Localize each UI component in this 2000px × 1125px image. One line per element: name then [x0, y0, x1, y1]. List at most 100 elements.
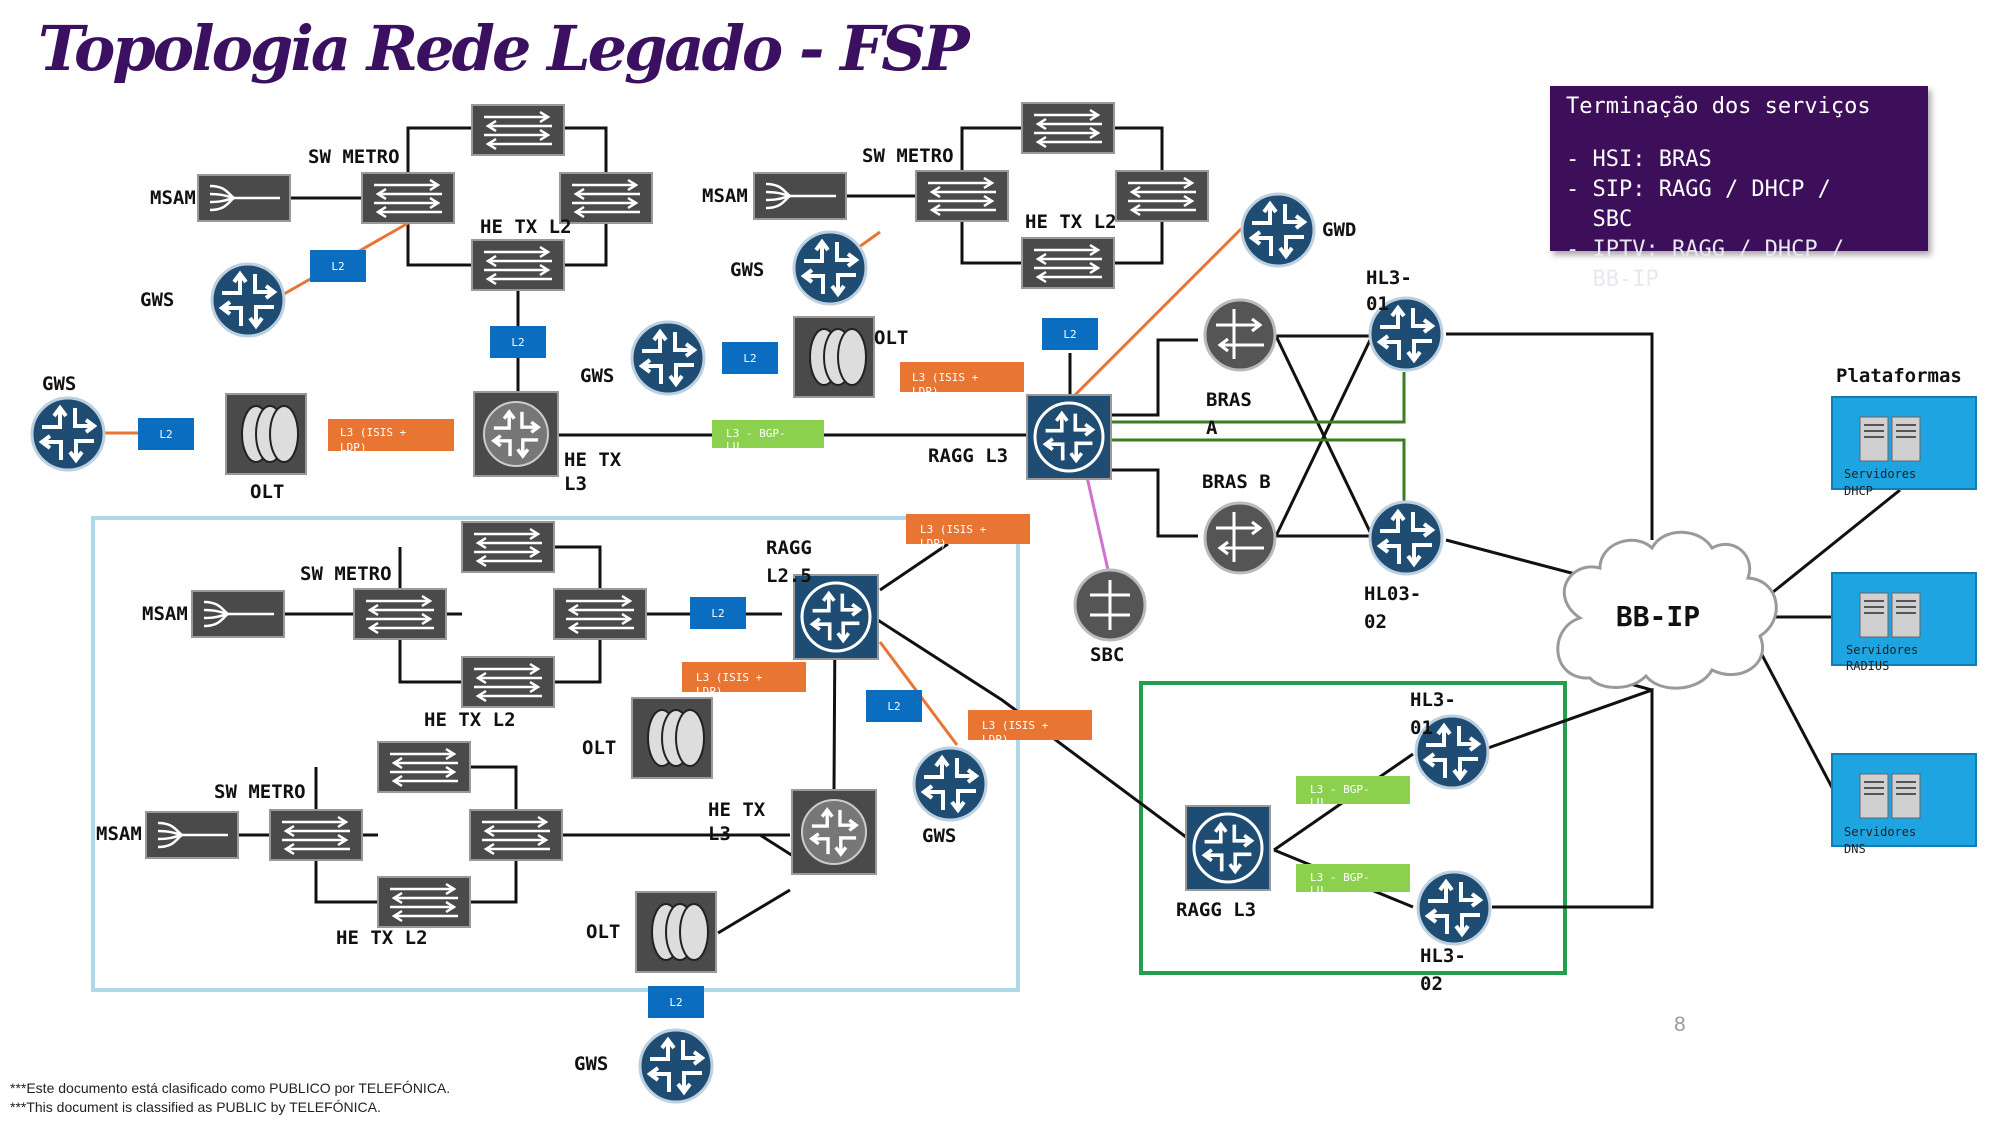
label-olt-1: OLT [250, 481, 284, 503]
server-radius-label-1: Servidores [1846, 643, 1918, 657]
he-tx-l3-router-1[interactable] [474, 392, 558, 476]
legend-item-sip-cont: SBC [1566, 207, 1633, 232]
sw-metro-4-right[interactable] [468, 808, 564, 862]
footer-classification-es: ***Este documento está clasificado como … [10, 1080, 451, 1096]
hl3-02-router-bottom[interactable] [1418, 872, 1490, 944]
label-bras-a-1: BRAS [1206, 389, 1252, 411]
label-gws-1: GWS [140, 289, 174, 311]
label-sbc: SBC [1090, 644, 1124, 666]
label-hl03-02-2: 02 [1364, 611, 1387, 633]
badge-l2-6: L2 [711, 607, 724, 620]
label-gws-4: GWS [580, 365, 614, 387]
badge-l2-1: L2 [331, 260, 344, 273]
sw-metro-2-bottom[interactable] [1020, 236, 1116, 290]
ragg-l3-router-main[interactable] [1027, 395, 1111, 479]
server-dns-label-1: Servidores [1844, 825, 1916, 839]
bras-b[interactable] [1203, 501, 1277, 575]
label-he-tx-2-l3: L3 [708, 823, 731, 845]
label-ragg-l2-5-2: L2.5 [766, 565, 812, 587]
gws-router-6[interactable] [640, 1030, 712, 1102]
sw-metro-3-left[interactable] [352, 587, 448, 641]
badge-l2-5: L2 [1063, 328, 1076, 341]
gws-router-1[interactable] [212, 264, 284, 336]
label-hl3-02-bottom-1: HL3- [1420, 945, 1466, 967]
badge-bgp-1-line2: LU [726, 440, 739, 453]
sw-metro-2-top[interactable] [1020, 101, 1116, 155]
sw-metro-4-top[interactable] [376, 740, 472, 794]
label-olt-2: OLT [874, 327, 908, 349]
label-he-tx-l2-3: HE TX L2 [424, 709, 516, 731]
msam-2[interactable] [752, 171, 848, 221]
badge-l2-2: L2 [511, 336, 524, 349]
sw-metro-3-right[interactable] [552, 587, 648, 641]
server-dhcp-label-1: Servidores [1844, 467, 1916, 481]
sw-metro-2-right[interactable] [1114, 169, 1210, 223]
sw-metro-4-bottom[interactable] [376, 875, 472, 929]
olt-2[interactable] [793, 316, 875, 398]
label-he-tx-l2-4: HE TX L2 [336, 927, 428, 949]
badge-isis-3-line2: LDP) [920, 537, 947, 550]
label-gws-2: GWS [42, 373, 76, 395]
label-sw-metro-2: SW METRO [862, 145, 954, 167]
msam-3[interactable] [190, 589, 286, 639]
sw-metro-1-bottom[interactable] [470, 238, 566, 292]
sw-metro-3-bottom[interactable] [460, 655, 556, 709]
server-dns-label-2: DNS [1844, 842, 1866, 856]
links-green [1112, 372, 1406, 505]
label-hl03-02-1: HL03- [1364, 583, 1421, 605]
sw-metro-4-left[interactable] [268, 808, 364, 862]
bras-a[interactable] [1203, 298, 1277, 372]
site-box-green [1139, 681, 1567, 975]
label-hl3-01-bottom-2: 01 [1410, 717, 1433, 739]
sw-metro-1-top[interactable] [470, 103, 566, 157]
sw-metro-1-left[interactable] [360, 171, 456, 225]
badge-isis-4-line1: L3 (ISIS + [696, 671, 763, 684]
label-hl3-01-bottom-1: HL3- [1410, 689, 1456, 711]
server-dhcp-label-2: DHCP [1844, 484, 1873, 498]
label-ragg-l3-green: RAGG L3 [1176, 899, 1256, 921]
badge-l2-8: L2 [669, 996, 682, 1009]
olt-1[interactable] [225, 393, 307, 475]
label-he-tx-2: HE TX [708, 799, 766, 821]
badge-isis-4-line2: LDP) [696, 685, 723, 698]
node-labels: SW METRO MSAM HE TX L2 GWS GWS OLT HE TX… [42, 145, 1962, 1075]
badge-l2-7: L2 [887, 700, 900, 713]
bb-ip-cloud[interactable]: BB-IP [1556, 530, 1778, 690]
msam-1[interactable] [196, 173, 292, 223]
gws-router-5[interactable] [914, 748, 986, 820]
olt-4[interactable] [635, 891, 717, 973]
link-sbc [1083, 467, 1110, 571]
gws-router-4[interactable] [632, 322, 704, 394]
legend-title: Terminação dos serviços [1566, 94, 1871, 119]
gws-router-2[interactable] [32, 398, 104, 470]
label-hl3-01-top-2: 01 [1366, 293, 1389, 315]
bb-ip-label: BB-IP [1616, 600, 1700, 633]
page-number: 8 [1674, 1013, 1686, 1036]
label-bras-b: BRAS B [1202, 471, 1271, 493]
gws-router-3[interactable] [794, 232, 866, 304]
service-termination-legend: Terminação dos serviços - HSI: BRAS - SI… [1550, 86, 1928, 292]
badges-l2: L2 L2 L2 L2 L2 L2 L2 L2 [138, 250, 1098, 1018]
label-gwd: GWD [1322, 219, 1356, 241]
sw-metro-3-top[interactable] [460, 520, 556, 574]
ragg-l3-router-green[interactable] [1186, 806, 1270, 890]
olt-3[interactable] [631, 697, 713, 779]
msam-4[interactable] [144, 810, 240, 860]
he-tx-l3-router-2[interactable] [792, 790, 876, 874]
label-msam-2: MSAM [702, 185, 748, 207]
label-msam-1: MSAM [150, 187, 196, 209]
legend-item-sip: - SIP: RAGG / DHCP / [1566, 177, 1831, 202]
sbc-node[interactable] [1073, 568, 1147, 642]
label-gws-6: GWS [574, 1053, 608, 1075]
sw-metro-1-right[interactable] [558, 171, 654, 225]
label-bras-a-2: A [1206, 417, 1218, 439]
label-hl3-01-top-1: HL3- [1366, 267, 1412, 289]
gwd-router[interactable] [1242, 194, 1314, 266]
site-box-blue [91, 516, 1020, 992]
hl03-02-router[interactable] [1370, 502, 1442, 574]
sw-metro-2-left[interactable] [914, 169, 1010, 223]
ragg-l2-5-router[interactable] [794, 575, 878, 659]
badge-isis-2-line1: L3 (ISIS + [912, 371, 979, 384]
label-plataformas: Plataformas [1836, 365, 1962, 387]
badge-isis-1-line1: L3 (ISIS + [340, 426, 407, 439]
